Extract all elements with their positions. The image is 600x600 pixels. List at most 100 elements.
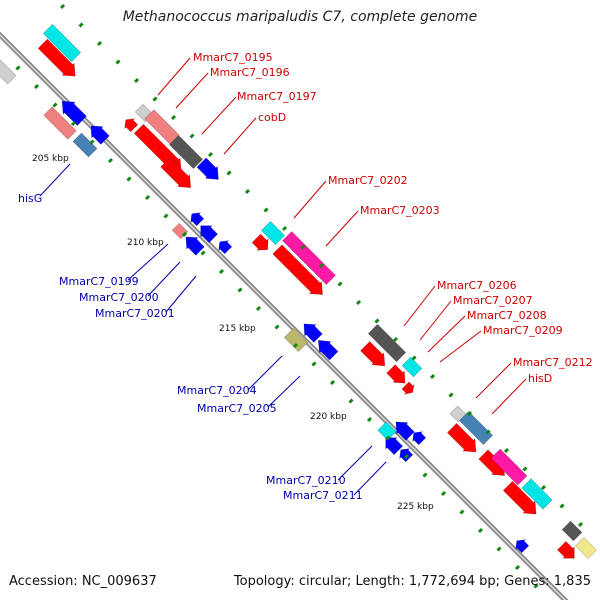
leader-mmarc7-0205: [267, 375, 301, 408]
gene-label-mmarc7-0212[interactable]: MmarC7_0212: [513, 356, 593, 369]
gene-label-mmarc7-0200[interactable]: MmarC7_0200: [79, 291, 159, 304]
feature-red-small-1[interactable]: [121, 115, 139, 133]
gc-dash-45: [311, 361, 317, 367]
gene-label-hisd[interactable]: hisD: [528, 372, 552, 385]
leader-hisg: [39, 163, 71, 197]
feature-red-arrow-8[interactable]: [446, 422, 482, 458]
feature-cyan-3[interactable]: [401, 356, 423, 378]
feature-khaki-1[interactable]: [574, 536, 598, 560]
leader-mmarc7-0204: [247, 355, 283, 391]
feature-olive-1[interactable]: [283, 327, 309, 353]
feature-blue-small-2[interactable]: [215, 237, 233, 255]
gene-label-mmarc7-0210[interactable]: MmarC7_0210: [266, 474, 346, 487]
feature-red-arrow-3[interactable]: [159, 156, 196, 193]
feature-cyan-2[interactable]: [260, 220, 286, 246]
feature-cyan-5[interactable]: [521, 478, 553, 510]
gene-label-cobd[interactable]: cobD: [258, 111, 286, 124]
gene-label-mmarc7-0201[interactable]: MmarC7_0201: [95, 307, 175, 320]
leader-mmarc7-0203: [325, 210, 359, 247]
map-title: Methanococcus maripaludis C7, complete g…: [122, 9, 478, 25]
feature-magenta-1[interactable]: [282, 231, 336, 285]
feature-steel-2[interactable]: [458, 410, 494, 446]
gc-dash-7: [189, 133, 195, 139]
gene-label-mmarc7-0205[interactable]: MmarC7_0205: [197, 402, 277, 415]
label-leaders: [39, 57, 527, 496]
feature-cyan-1[interactable]: [42, 23, 82, 63]
gc-dash-30: [33, 83, 40, 90]
feature-red-arrow-6[interactable]: [359, 340, 391, 372]
feature-blue-arrow-7[interactable]: [313, 335, 340, 362]
leader-mmarc7-0201: [165, 275, 197, 313]
gc-dash-28: [577, 521, 584, 528]
gc-dash-10: [244, 188, 251, 195]
feature-blue-arrow-6[interactable]: [298, 318, 323, 343]
gc-dash-17: [374, 318, 380, 324]
gene-label-mmarc7-0199[interactable]: MmarC7_0199: [59, 275, 139, 288]
feature-salmon-3[interactable]: [171, 222, 189, 240]
gene-label-mmarc7-0206[interactable]: MmarC7_0206: [437, 279, 517, 292]
gc-dash-41: [237, 287, 243, 293]
gc-dash-47: [348, 398, 354, 404]
gc-dash-33: [89, 139, 95, 145]
feature-layer: [0, 23, 598, 564]
feature-red-arrow-5[interactable]: [271, 243, 328, 300]
feature-red-arrow-10[interactable]: [502, 480, 542, 520]
feature-blue-arrow-5[interactable]: [180, 231, 205, 256]
feature-blue-small-3[interactable]: [409, 428, 427, 446]
gc-dash-54: [477, 527, 484, 534]
gc-dash-2: [96, 40, 103, 47]
gc-dash-26: [540, 484, 547, 491]
gc-dash-12: [281, 225, 288, 232]
leader-mmarc7-0212: [475, 362, 512, 399]
gc-dash-21: [448, 392, 454, 398]
feature-lightgray-1[interactable]: [0, 59, 17, 85]
feature-blue-small-1[interactable]: [187, 209, 205, 227]
feature-darkgray-2[interactable]: [367, 323, 407, 363]
leader-mmarc7-0211: [353, 461, 387, 496]
gene-label-mmarc7-0211[interactable]: MmarC7_0211: [283, 489, 363, 502]
gc-dash-19: [411, 355, 417, 361]
gc-dash-48: [366, 416, 373, 423]
feature-darkgray-1[interactable]: [168, 134, 204, 170]
feature-blue-arrow-4[interactable]: [195, 220, 219, 244]
gc-dash-5: [152, 96, 158, 102]
gc-dash-56: [514, 564, 521, 571]
gene-label-mmarc7-0202[interactable]: MmarC7_0202: [328, 174, 408, 187]
feature-salmon-1[interactable]: [43, 106, 77, 140]
gene-label-mmarc7-0195[interactable]: MmarC7_0195: [193, 51, 273, 64]
tick-label-205: 205 kbp: [32, 154, 69, 164]
feature-red-arrow-7[interactable]: [385, 363, 410, 388]
gc-dash-50: [403, 453, 410, 460]
leader-hisd: [491, 378, 527, 415]
gene-label-mmarc7-0209[interactable]: MmarC7_0209: [483, 324, 563, 337]
gc-dash-43: [274, 324, 280, 330]
feature-red-arrow-1[interactable]: [37, 38, 82, 83]
feature-magenta-2[interactable]: [490, 448, 528, 486]
gene-label-mmarc7-0207[interactable]: MmarC7_0207: [453, 294, 533, 307]
gc-dash-55: [496, 546, 502, 552]
leader-mmarc7-0195: [157, 57, 191, 96]
feature-red-arrow-11[interactable]: [556, 540, 580, 564]
leader-mmarc7-0210: [337, 445, 373, 481]
feature-blue-arrow-8[interactable]: [390, 416, 415, 441]
gene-label-mmarc7-0204[interactable]: MmarC7_0204: [177, 384, 257, 397]
gene-label-mmarc7-0203[interactable]: MmarC7_0203: [360, 204, 440, 217]
gene-label-mmarc7-0196[interactable]: MmarC7_0196: [210, 66, 290, 79]
feature-blue-arrow-2[interactable]: [85, 120, 110, 145]
feature-blue-small-5[interactable]: [512, 536, 530, 554]
accession-text: Accession: NC_009637: [9, 574, 157, 589]
gc-dash-15: [337, 281, 343, 287]
gene-label-mmarc7-0208[interactable]: MmarC7_0208: [467, 309, 547, 322]
feature-darkgray-3[interactable]: [561, 520, 583, 542]
gc-dash-42: [255, 305, 262, 312]
feature-blue-arrow-3[interactable]: [196, 157, 225, 186]
feature-blue-arrow-9[interactable]: [380, 432, 404, 456]
gene-label-hisg[interactable]: hisG: [18, 192, 42, 205]
gc-dash-20: [429, 373, 436, 380]
gc-dash-24: [503, 447, 510, 454]
feature-red-arrow-4[interactable]: [251, 233, 274, 256]
gc-dash-40: [218, 268, 225, 275]
feature-red-small-2[interactable]: [401, 381, 418, 398]
gene-label-mmarc7-0197[interactable]: MmarC7_0197: [237, 90, 317, 103]
